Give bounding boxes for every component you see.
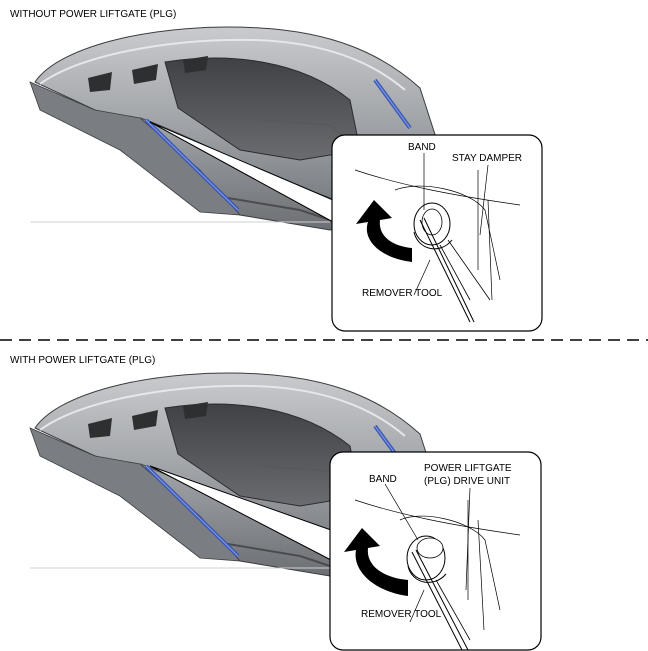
- remover-tool-label: REMOVER TOOL: [362, 288, 443, 299]
- rotation-arrow-icon: [344, 528, 408, 596]
- detail-callout: BAND STAY DAMPER REMOVER TOOL: [331, 134, 543, 332]
- band-label: BAND: [369, 474, 397, 485]
- section-title: WITHOUT POWER LIFTGATE (PLG): [10, 9, 176, 20]
- detail-callout: BAND POWER LIFTGATE (PLG) DRIVE UNIT REM…: [329, 451, 542, 651]
- section-without-plg: WITHOUT POWER LIFTGATE (PLG): [10, 9, 543, 332]
- rotation-arrow-icon: [356, 200, 412, 262]
- band-label: BAND: [408, 142, 436, 153]
- section-with-plg: WITH POWER LIFTGATE (PLG): [10, 355, 542, 651]
- section-title: WITH POWER LIFTGATE (PLG): [10, 355, 155, 366]
- remover-tool-label: REMOVER TOOL: [361, 609, 442, 620]
- remover-tool-icon: [411, 549, 469, 651]
- remover-tool-icon: [419, 217, 475, 323]
- stay-damper-label: STAY DAMPER: [452, 153, 522, 164]
- plg-drive-unit-label-line2: (PLG) DRIVE UNIT: [424, 476, 510, 487]
- plg-drive-unit-label-line1: POWER LIFTGATE: [424, 463, 512, 474]
